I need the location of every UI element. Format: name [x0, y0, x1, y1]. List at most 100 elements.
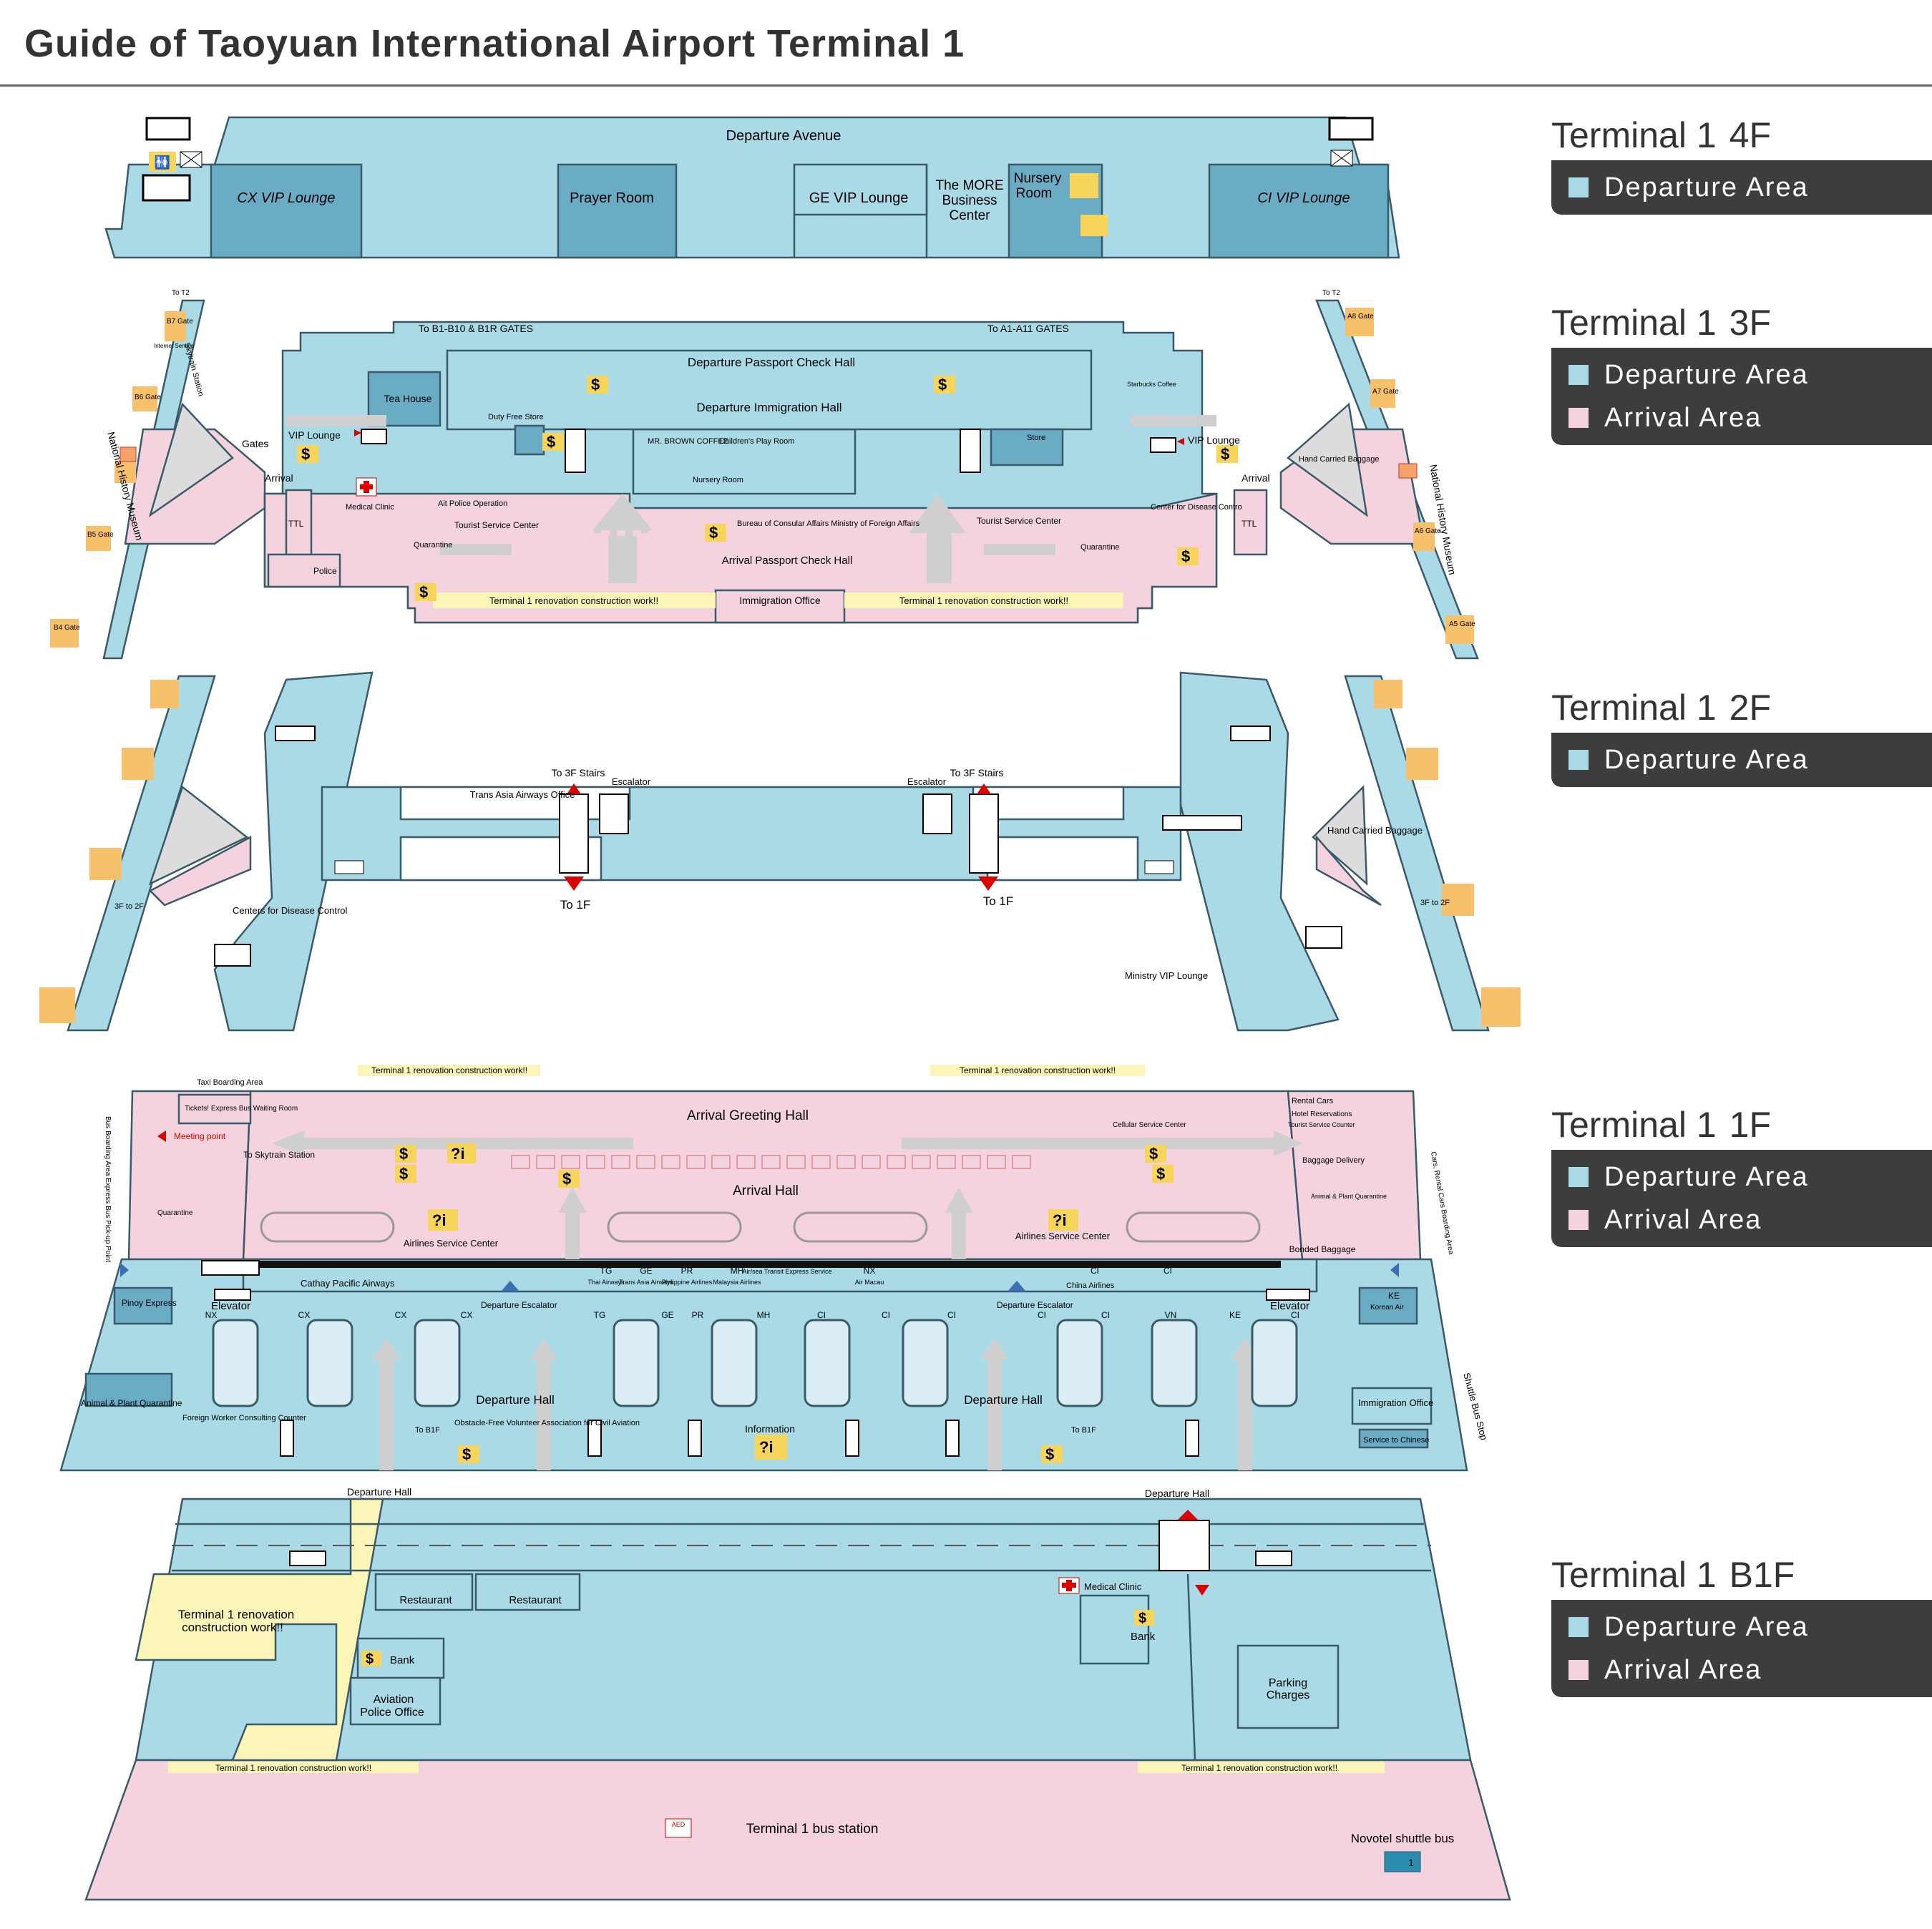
svg-text:$: $: [1181, 547, 1190, 565]
construction-left-label: Terminal 1 renovation construction work!…: [371, 1065, 527, 1075]
gate-b7-label: B7 Gate: [167, 318, 193, 326]
immigration-office: [1351, 1387, 1433, 1425]
island-code: GE: [661, 1310, 673, 1320]
island-code: CI: [817, 1310, 826, 1320]
departure-avenue-label: Departure Avenue: [726, 128, 841, 144]
trans-asia-label: Trans Asia Airways Office: [470, 789, 575, 800]
airlines-service-left-label: Airlines Service Center: [404, 1238, 499, 1249]
walkway-arrows: [286, 415, 1216, 583]
construction-left-label: Terminal 1 renovation construction work!…: [489, 595, 658, 606]
legend-floor: 3F: [1729, 303, 1771, 343]
immigration-office: [714, 589, 846, 624]
china-airlines-label: China Airlines: [1066, 1281, 1115, 1290]
departure-swatch: [1568, 750, 1589, 770]
svg-text:$: $: [547, 433, 555, 451]
hand-baggage-label: Hand Carried Baggage: [1327, 825, 1423, 836]
dollar-icon: $ $ $ $ $ $ $ $: [297, 376, 1238, 601]
ttl-right: [1233, 489, 1268, 556]
to-b1f-right-label: To B1F: [1071, 1426, 1096, 1435]
svg-text:$: $: [301, 445, 310, 463]
legend-departure: Departure Area: [1551, 353, 1932, 396]
novotel-label: Novotel shuttle bus: [1351, 1832, 1455, 1845]
walkway-arrows: [272, 1130, 1302, 1470]
parking-label-2: Charges: [1267, 1689, 1309, 1701]
construction-zone: [135, 1498, 384, 1762]
b1f-walls: [172, 1523, 1431, 1761]
to-b-gates-label: To B1-B10 & B1R GATES: [419, 323, 533, 334]
counter-name: Philippine Airlines: [662, 1279, 713, 1286]
arrival-left-label: Arrival: [265, 472, 293, 484]
legend-arrival-label: Arrival Area: [1604, 1204, 1762, 1235]
departure-swatch: [1568, 1617, 1589, 1637]
svg-text:$: $: [462, 1445, 471, 1463]
legend-terminal: Terminal 1: [1551, 115, 1717, 155]
cx-vip-lounge: [210, 163, 363, 259]
rental-boarding-label: Cars, Rental Cars Boarding Area: [1429, 1151, 1455, 1256]
arrival-hall-label: Arrival Hall: [733, 1183, 799, 1198]
medical-clinic-label: Medical Clinic: [346, 503, 394, 512]
departure-swatch: [1568, 365, 1589, 385]
rental-cars-label: Rental Cars: [1292, 1097, 1334, 1105]
construction-banner-right-label: Terminal 1 renovation construction work!…: [1181, 1763, 1337, 1773]
ke-counter: [1358, 1286, 1418, 1325]
left-link: [148, 835, 252, 907]
tourist-center-left-label: Tourist Service Center: [454, 520, 539, 530]
island-code: MH: [757, 1310, 771, 1320]
korean-air-label: Korean Air: [1370, 1304, 1404, 1312]
counter-code: PR: [681, 1266, 693, 1276]
store-left: [514, 424, 545, 456]
floor-2f-map: Trans Asia Airways Office To 3F Stairs E…: [39, 671, 1521, 1032]
legend-arrival: Arrival Area: [1551, 1198, 1932, 1241]
dollar-icon: $ $: [361, 1610, 1154, 1667]
departure-hall-right-label: Departure Hall: [1145, 1488, 1209, 1499]
dep-escalator-right-label: Departure Escalator: [997, 1300, 1073, 1310]
page-title: Guide of Taoyuan International Airport T…: [24, 22, 965, 65]
vip-lounge-left-label: VIP Lounge: [288, 429, 341, 441]
counter-code: TG: [600, 1266, 613, 1276]
police-label: Police: [313, 566, 337, 576]
island-code: CX: [461, 1310, 473, 1320]
construction-banner-left-label: Terminal 1 renovation construction work!…: [215, 1763, 371, 1773]
escalator-right-label: Escalator: [907, 776, 947, 787]
animal-plant-left: [84, 1372, 173, 1407]
dollar-icon: $ $ $ $ $ $ $: [395, 1145, 1174, 1463]
foreign-worker-label: Foreign Worker Consulting Counter: [182, 1414, 306, 1422]
elevator-left-label: Elevator: [211, 1300, 250, 1312]
mailbox-icon: [334, 860, 1174, 874]
svg-text:$: $: [419, 583, 428, 601]
b1f-arrival: [84, 1759, 1511, 1901]
to-skytrain-label: To Skytrain Station: [243, 1150, 315, 1160]
arrival-zone: [263, 492, 1218, 624]
more-center-label-2: Business: [942, 193, 997, 208]
island-codes: NX CX CX CX TG GE PR MH CI CI CI CI CI V…: [205, 1310, 1299, 1320]
counter-code: CI: [1091, 1266, 1099, 1276]
bank-right-label: Bank: [1131, 1631, 1156, 1643]
legend-box: Departure Area Arrival Area: [1551, 1150, 1932, 1247]
counter-codes: TG GE PR MH Air/sea Transit Express Serv…: [587, 1266, 1400, 1301]
ttl-left-label: TTL: [288, 519, 304, 529]
bus-boarding-label: Bus Boarding Area Express Bus Pick-up Po…: [104, 1116, 112, 1262]
counter-code: GE: [640, 1266, 652, 1276]
departure-hall-right-label: Departure Hall: [964, 1393, 1043, 1407]
svg-text:$: $: [938, 376, 947, 394]
elevator-right-label: Elevator: [1270, 1300, 1309, 1312]
parking-label-1: Parking: [1269, 1677, 1307, 1689]
counter-name: Trans Asia Airways: [619, 1279, 673, 1286]
legend-departure: Departure Area: [1551, 738, 1932, 781]
svg-text:$: $: [399, 1165, 408, 1183]
museum-marker: [119, 446, 1418, 479]
construction-banners: [168, 1762, 1385, 1773]
legend-arrival-label: Arrival Area: [1604, 1654, 1762, 1685]
gates-label: Gates: [242, 438, 268, 449]
airlines-service-right-label: Airlines Service Center: [1015, 1231, 1111, 1241]
medical-cross-icon: [356, 477, 377, 497]
svg-text:$: $: [1156, 1165, 1165, 1183]
quarantine-right-label: Quarantine: [1080, 543, 1119, 552]
right-link: [1315, 834, 1382, 907]
legend-floor: 2F: [1729, 688, 1771, 728]
information-label: Information: [745, 1423, 795, 1435]
island-code: TG: [594, 1310, 606, 1320]
cx-vip-label: CX VIP Lounge: [237, 190, 335, 206]
